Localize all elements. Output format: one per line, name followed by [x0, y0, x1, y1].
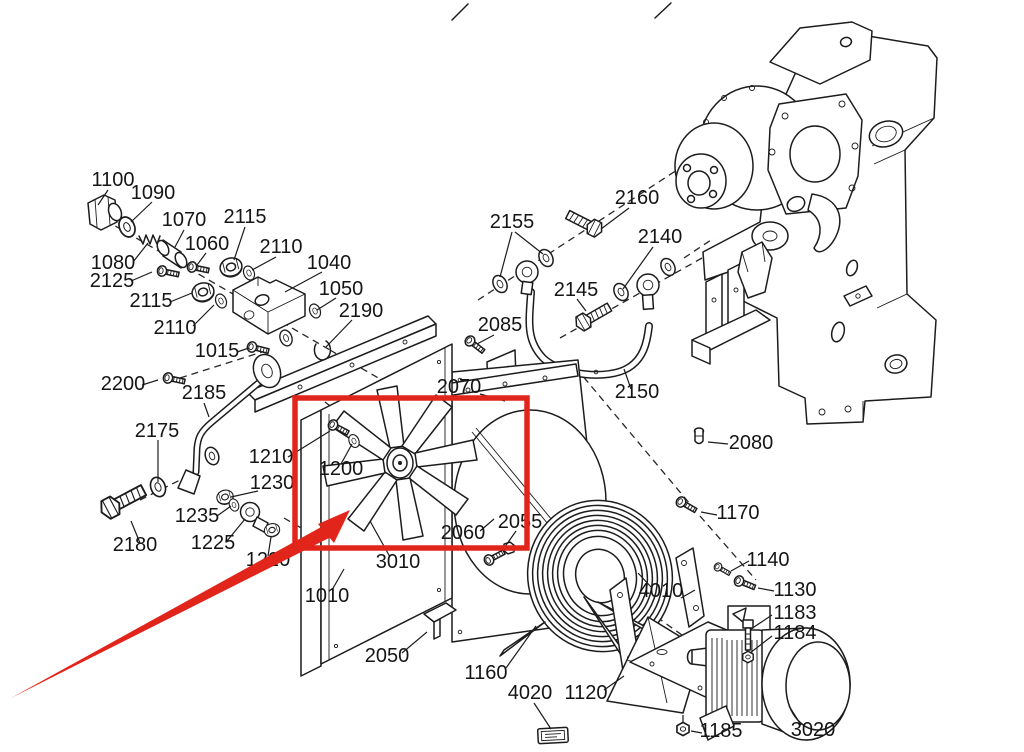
callout-1100: 1100 — [91, 169, 134, 191]
washer-2175 — [202, 444, 222, 468]
callout-2115-a: 2115 — [223, 206, 266, 228]
callout-2160: 2160 — [615, 187, 660, 209]
callout-1210: 1210 — [249, 446, 294, 468]
bolt-2145 — [571, 299, 615, 334]
callout-3020: 3020 — [791, 719, 836, 741]
callout-1200: 1200 — [319, 458, 364, 480]
banjo-fitting — [515, 260, 539, 284]
callout-1183: 1183 — [773, 602, 816, 624]
washer-1184 — [742, 650, 754, 664]
banjo-fitting — [636, 273, 660, 297]
callout-1160: 1160 — [464, 662, 507, 684]
guard-strut — [499, 621, 546, 657]
callout-2175: 2175 — [135, 420, 180, 442]
callout-2110-a: 2110 — [259, 236, 302, 258]
lever-handle — [807, 193, 841, 253]
callout-2050: 2050 — [365, 645, 410, 667]
callout-1230: 1230 — [250, 472, 295, 494]
callout-2070: 2070 — [437, 376, 482, 398]
plug-2080 — [693, 427, 705, 445]
callout-2180: 2180 — [113, 534, 158, 556]
callout-1040: 1040 — [307, 252, 352, 274]
screw-1140 — [712, 560, 733, 579]
fan-3010 — [322, 385, 478, 541]
bracket-4010 — [675, 547, 705, 628]
oring-1050 — [306, 301, 324, 321]
screw-2125 — [155, 264, 181, 281]
callout-4020: 4020 — [508, 682, 553, 704]
callout-2200: 2200 — [101, 373, 146, 395]
oring-1050 — [277, 327, 295, 349]
valve-block-1040 — [232, 276, 306, 335]
callout-2060: 2060 — [441, 522, 486, 544]
callout-1140: 1140 — [746, 549, 789, 571]
callout-1235: 1235 — [175, 505, 220, 527]
highlight-arrow-head — [318, 510, 350, 543]
callout-3010: 3010 — [376, 551, 421, 573]
callout-2145: 2145 — [554, 279, 599, 301]
radiator-assembly — [246, 315, 478, 677]
screw-1130 — [732, 573, 758, 593]
nut-2115 — [217, 254, 245, 281]
callout-4010: 4010 — [639, 580, 684, 602]
screw-2085 — [462, 333, 488, 357]
engine-frame-assembly — [674, 21, 938, 425]
highlight-box — [292, 395, 530, 551]
banjo-fitting-1225 — [239, 501, 269, 533]
callout-1060: 1060 — [185, 233, 230, 255]
callout-1170: 1170 — [716, 502, 759, 524]
oring-2110 — [212, 291, 230, 311]
nut-1185 — [676, 721, 690, 737]
callout-1080: 1080 — [91, 252, 136, 274]
callout-2055: 2055 — [498, 511, 543, 533]
bolt-1183 — [742, 619, 754, 629]
callout-2185: 2185 — [182, 382, 227, 404]
callout-2085: 2085 — [478, 314, 523, 336]
callout-1090: 1090 — [131, 182, 176, 204]
callout-1225: 1225 — [191, 532, 236, 554]
bolt-2160 — [563, 206, 606, 240]
callout-1010: 1010 — [305, 585, 350, 607]
callout-1184: 1184 — [773, 622, 816, 644]
callout-2080: 2080 — [729, 432, 774, 454]
screw-1170 — [673, 494, 700, 516]
callout-1120: 1120 — [564, 682, 607, 704]
spring-1080 — [138, 234, 161, 245]
nut-2115 — [189, 279, 217, 306]
callout-1130: 1130 — [773, 579, 816, 601]
radiator-foot-2050 — [423, 602, 457, 623]
callout-2155: 2155 — [490, 211, 535, 233]
highlight-arrow-shaft — [11, 526, 331, 698]
electric-motor-3020 — [676, 605, 851, 741]
callout-2110-b: 2110 — [153, 317, 196, 339]
name-plate-4020 — [536, 726, 569, 745]
part-callouts: 1100 1090 1070 2115 1060 2110 1080 2125 … — [90, 169, 836, 742]
callout-1050: 1050 — [319, 278, 364, 300]
callout-2140: 2140 — [638, 226, 683, 248]
highlight-overlay — [11, 395, 530, 698]
hose-assembly-2150 — [462, 206, 679, 379]
pipe-assembly-2185 — [95, 353, 282, 540]
callout-2150: 2150 — [615, 381, 660, 403]
bolt-2180 — [95, 480, 150, 523]
axis-tick — [451, 3, 469, 21]
callout-2190: 2190 — [339, 300, 384, 322]
callout-1015: 1015 — [195, 340, 240, 362]
axis-tick — [654, 2, 672, 19]
callout-2115-b: 2115 — [129, 290, 172, 312]
washer-2140 — [657, 255, 679, 279]
callout-1185: 1185 — [699, 720, 742, 742]
snap-ring-2190 — [313, 340, 332, 361]
callout-2125: 2125 — [90, 270, 135, 292]
piston-1070 — [156, 239, 188, 269]
pipe-elbow — [177, 469, 201, 495]
callout-1070: 1070 — [162, 209, 207, 231]
